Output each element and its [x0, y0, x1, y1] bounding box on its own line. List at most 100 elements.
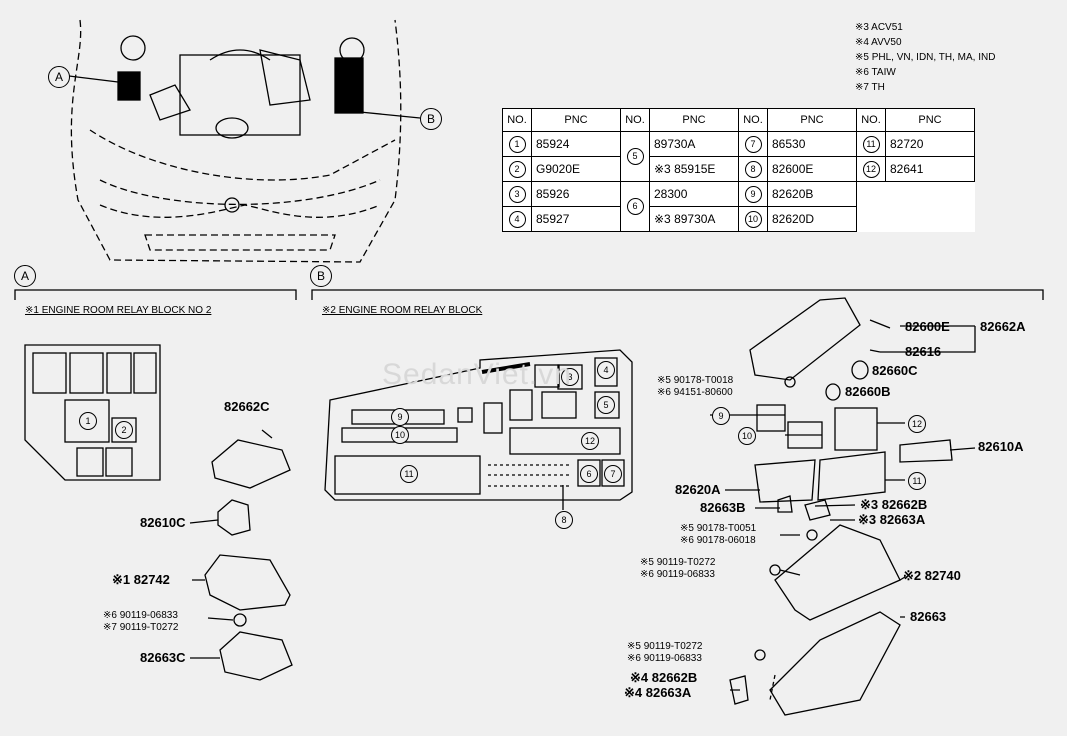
- engine-bay: [117, 35, 365, 213]
- part-82662b-avv50: ※4 82662B: [630, 670, 698, 685]
- item-number: 5: [626, 148, 644, 165]
- th-pnc: PNC: [767, 108, 857, 132]
- pnc-cell: 82620B: [767, 181, 857, 207]
- pnc-cell: 28300: [649, 181, 739, 207]
- item-number: 10: [744, 210, 762, 228]
- block-b-item-12: 12: [581, 432, 599, 450]
- part-82663b: 82663B: [700, 500, 746, 515]
- block-a-item-1: 1: [79, 412, 97, 430]
- item-number: 4: [508, 210, 526, 228]
- pnc-cell: 82720: [885, 131, 975, 157]
- part-82742: ※1 82742: [112, 572, 170, 587]
- item-number: 6: [626, 198, 644, 215]
- clip-90178-t0018: ※5 90178-T0018: [657, 375, 734, 386]
- block-b-item-9: 9: [391, 408, 409, 426]
- th-pnc: PNC: [649, 108, 739, 132]
- item-number: 7: [744, 135, 762, 153]
- section-a-bar: [14, 289, 297, 300]
- section-b-label: B: [310, 265, 332, 287]
- block-b-item-4: 4: [597, 361, 615, 379]
- table-row: 2 G9020E ※3 85915E 8 82600E 12 82641: [502, 156, 975, 182]
- part-82662c: 82662C: [224, 399, 270, 414]
- item-number: 1: [508, 135, 526, 153]
- block-b-item-8: 8: [555, 511, 573, 529]
- item-number: 11: [862, 135, 880, 153]
- section-a-title: ※1 ENGINE ROOM RELAY BLOCK NO 2: [25, 305, 212, 316]
- pnc-table: NO. PNC NO. PNC NO. PNC NO. PNC 1 85924 …: [502, 108, 975, 232]
- bolt-90119-t0272-b: ※5 90119-T0272: [627, 641, 703, 652]
- th-no: NO.: [738, 108, 768, 132]
- pnc-cell: 82641: [885, 156, 975, 182]
- pnc-cell: 82620D: [767, 206, 857, 232]
- watermark: SedanViet.vn: [382, 358, 572, 391]
- block-b-item-7: 7: [604, 465, 622, 483]
- part-82616: 82616: [905, 344, 942, 359]
- leader-a: [68, 75, 119, 83]
- th-no: NO.: [502, 108, 532, 132]
- pnc-cell: 85926: [531, 181, 621, 207]
- section-b-bar: [311, 289, 1044, 300]
- th-no: NO.: [620, 108, 650, 132]
- part-82662b-acv51: ※3 82662B: [860, 497, 928, 512]
- note-regions: ※5 PHL, VN, IDN, TH, MA, IND: [855, 52, 996, 63]
- block-b-item-3: 3: [561, 368, 579, 386]
- parts-a-shapes: [189, 429, 293, 681]
- part-82620a: 82620A: [675, 482, 721, 497]
- section-a-label: A: [14, 265, 36, 287]
- callout-a: A: [48, 66, 70, 88]
- pnc-cell: 85924: [531, 131, 621, 157]
- pnc-cell: 89730A: [649, 131, 739, 157]
- note-avv50: ※4 AVV50: [855, 37, 902, 48]
- pnc-cell: 85927: [531, 206, 621, 232]
- clip-94151-80600: ※6 94151-80600: [657, 387, 733, 398]
- th-pnc: PNC: [885, 108, 975, 132]
- part-82662a: 82662A: [980, 319, 1026, 334]
- part-82610a: 82610A: [978, 439, 1024, 454]
- part-82610c: 82610C: [140, 515, 186, 530]
- table-header-row: NO. PNC NO. PNC NO. PNC NO. PNC: [502, 108, 975, 132]
- th-no: NO.: [856, 108, 886, 132]
- parts-b-shapes: [710, 297, 976, 716]
- item-number: 8: [744, 160, 762, 178]
- bolt-90119-06833: ※6 90119-06833: [103, 610, 178, 621]
- part-82600e: 82600E: [905, 319, 950, 334]
- part-82660c: 82660C: [872, 363, 918, 378]
- pnc-cell: 82600E: [767, 156, 857, 182]
- item-number: 12: [862, 160, 880, 178]
- block-b-item-5: 5: [597, 396, 615, 414]
- part-82740: ※2 82740: [903, 568, 961, 583]
- item-number: 9: [744, 185, 762, 203]
- callout-b: B: [420, 108, 442, 130]
- exploded-item-10: 10: [738, 427, 756, 445]
- bolt-90119-t0272: ※7 90119-T0272: [103, 622, 179, 633]
- item-number: 2: [508, 160, 526, 178]
- table-row: 4 85927 ※3 89730A 10 82620D: [502, 206, 975, 232]
- part-82660b: 82660B: [845, 384, 891, 399]
- th-pnc: PNC: [531, 108, 621, 132]
- table-row: 1 85924 5 89730A 7 86530 11 82720: [502, 131, 975, 182]
- part-82663a-acv51: ※3 82663A: [858, 512, 926, 527]
- bolt-90119-06833-a: ※6 90119-06833: [640, 569, 715, 580]
- block-b-item-11: 11: [400, 465, 418, 483]
- block-b-item-10: 10: [391, 426, 409, 444]
- pnc-cell: ※3 85915E: [649, 156, 739, 182]
- pnc-cell: ※3 89730A: [649, 206, 739, 232]
- table-row: 3 85926 6 28300 9 82620B: [502, 181, 975, 232]
- leader-b: [359, 111, 421, 119]
- note-th: ※7 TH: [855, 82, 885, 93]
- exploded-item-12: 12: [908, 415, 926, 433]
- bolt-90119-t0272-a: ※5 90119-T0272: [640, 557, 716, 568]
- clip-90178-06018: ※6 90178-06018: [680, 535, 756, 546]
- block-b-item-6: 6: [580, 465, 598, 483]
- block-b-outline: [324, 349, 633, 501]
- pnc-cell: 86530: [767, 131, 857, 157]
- part-82663c: 82663C: [140, 650, 186, 665]
- exploded-item-9: 9: [712, 407, 730, 425]
- part-82663a-avv50: ※4 82663A: [624, 685, 692, 700]
- car-outline: [70, 19, 402, 263]
- exploded-item-11: 11: [908, 472, 926, 490]
- part-82663: 82663: [910, 609, 947, 624]
- item-number: 3: [508, 185, 526, 203]
- section-b-title: ※2 ENGINE ROOM RELAY BLOCK: [322, 305, 483, 316]
